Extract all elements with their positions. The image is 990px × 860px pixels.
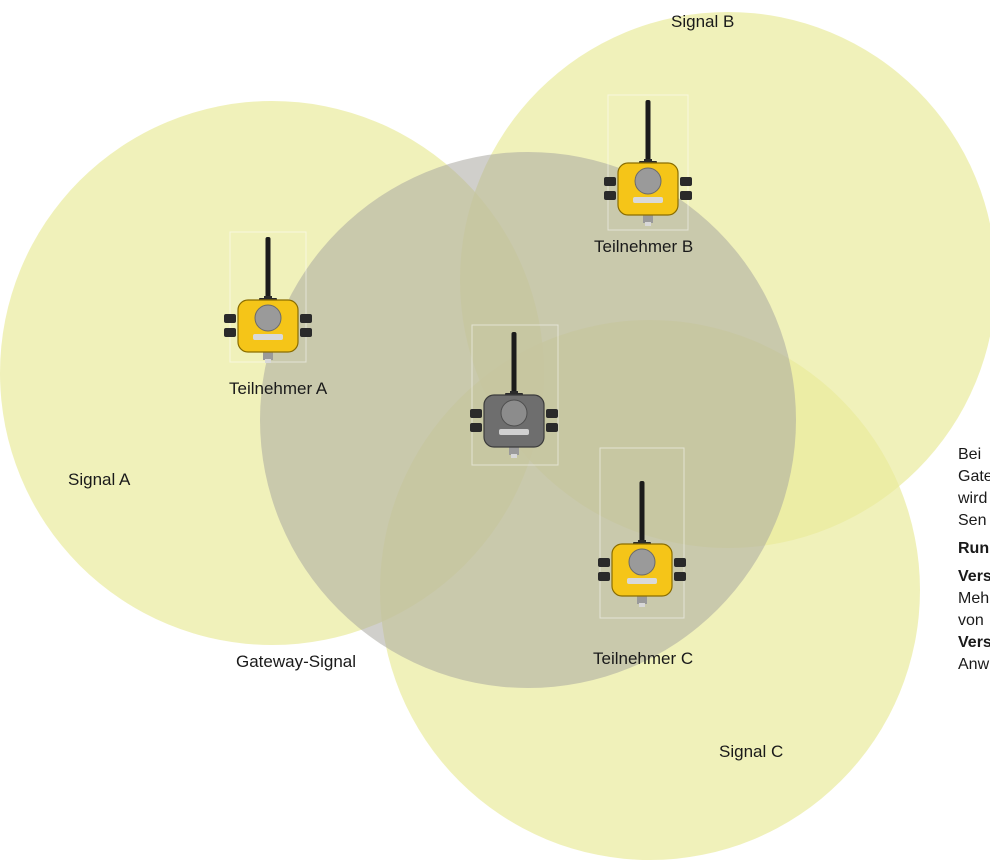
side-text-line: Sen [958, 512, 987, 529]
gateway-device [470, 324, 559, 466]
side-text-line: Run [958, 540, 990, 557]
side-text-line: Anw [958, 656, 990, 673]
node-a-label: Teilnehmer A [229, 379, 328, 398]
node-b-device [604, 94, 692, 231]
side-text-line: Vers [958, 634, 990, 651]
signal-c-label: Signal C [719, 742, 783, 761]
side-text-line: Bei [958, 446, 982, 463]
signal-b-label: Signal B [671, 12, 734, 31]
signal-a-label: Signal A [68, 470, 131, 489]
side-text-line: von [958, 612, 984, 629]
side-text-line: Gate [958, 468, 990, 485]
side-text-line: Meh [958, 590, 990, 607]
side-description: Bei Gate wird Sen Run Vers Meh von Vers … [958, 444, 990, 676]
gateway-signal-label: Gateway-Signal [236, 652, 356, 671]
node-c-label: Teilnehmer C [593, 649, 693, 668]
node-b-label: Teilnehmer B [594, 237, 693, 256]
node-a-device [224, 231, 312, 363]
side-text-line: Vers [958, 568, 990, 585]
node-c-device [598, 447, 686, 619]
side-text-line: wird [958, 490, 988, 507]
